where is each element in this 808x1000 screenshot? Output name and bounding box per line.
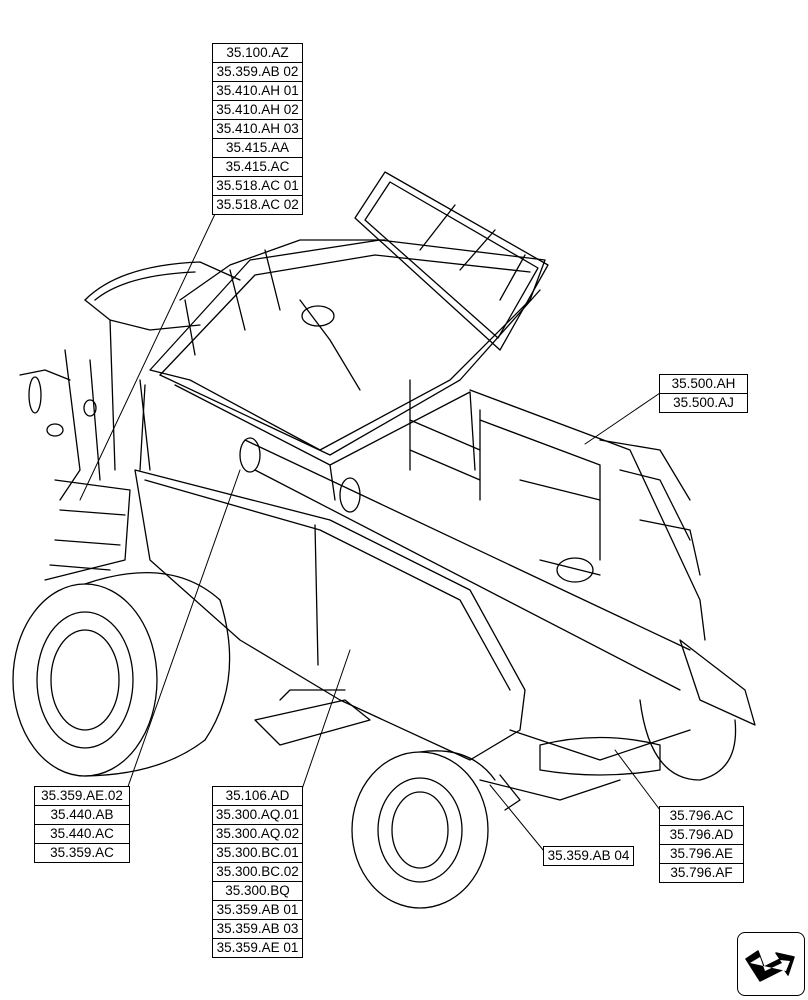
callout-ref[interactable]: 35.106.AD xyxy=(213,787,302,806)
access-ladder xyxy=(44,479,131,581)
callout-single: 35.359.AB 04 xyxy=(543,846,634,866)
rear-right-tire xyxy=(351,750,496,909)
machine-body xyxy=(134,379,706,761)
callout-ref[interactable]: 35.796.AE xyxy=(660,845,743,864)
tank-lid xyxy=(354,171,549,351)
next-page-arrow-icon xyxy=(745,950,795,982)
callout-ref[interactable]: 35.359.AB 01 xyxy=(213,901,302,920)
callout-ref[interactable]: 35.796.AF xyxy=(670,865,733,880)
callout-ref[interactable]: 35.440.AC xyxy=(35,825,129,844)
callout-right-bottom: 35.796.AC 35.796.AD 35.796.AE 35.796.AF xyxy=(659,806,744,883)
callout-ref[interactable]: 35.359.AB 02 xyxy=(213,63,302,82)
right-railing xyxy=(409,379,701,583)
callout-ref[interactable]: 35.500.AJ xyxy=(673,395,734,410)
callout-ref[interactable]: 35.300.BC.01 xyxy=(213,844,302,863)
callout-ref[interactable]: 35.440.AB xyxy=(35,806,129,825)
callout-ref[interactable]: 35.410.AH 01 xyxy=(213,82,302,101)
leader-lines xyxy=(79,213,661,857)
unloading-auger xyxy=(239,299,756,726)
underside xyxy=(254,689,661,811)
callout-top: 35.100.AZ 35.359.AB 02 35.410.AH 01 35.4… xyxy=(212,43,303,215)
callout-ref[interactable]: 35.300.BC.02 xyxy=(213,863,302,882)
callout-ref[interactable]: 35.518.AC 01 xyxy=(213,177,302,196)
callout-ref[interactable]: 35.415.AA xyxy=(213,139,302,158)
callout-ref[interactable]: 35.300.AQ.02 xyxy=(213,825,302,844)
cab-cage xyxy=(19,261,241,501)
callout-ref[interactable]: 35.359.AE 01 xyxy=(216,940,299,955)
next-page-button[interactable] xyxy=(737,932,805,996)
callout-ref[interactable]: 35.518.AC 02 xyxy=(216,197,299,212)
callout-ref[interactable]: 35.359.AE.02 xyxy=(35,787,129,806)
callout-ref[interactable]: 35.300.AQ.01 xyxy=(213,806,302,825)
callout-ref[interactable]: 35.300.BQ xyxy=(213,882,302,901)
callout-right-mid: 35.500.AH 35.500.AJ xyxy=(659,374,748,413)
callout-ref[interactable]: 35.796.AD xyxy=(660,826,743,845)
callout-ref[interactable]: 35.100.AZ xyxy=(213,44,302,63)
callout-ref[interactable]: 35.796.AC xyxy=(660,807,743,826)
callout-ref[interactable]: 35.415.AC xyxy=(213,158,302,177)
callout-ref[interactable]: 35.359.AC xyxy=(50,845,114,860)
callout-ref[interactable]: 35.359.AB 04 xyxy=(547,848,630,863)
callout-ref[interactable]: 35.500.AH xyxy=(660,375,747,394)
callout-ref[interactable]: 35.410.AH 03 xyxy=(213,120,302,139)
grain-tank xyxy=(139,239,546,501)
callout-left-bottom: 35.359.AE.02 35.440.AB 35.440.AC 35.359.… xyxy=(34,786,130,863)
front-left-tire xyxy=(12,571,231,777)
rear-left-tire xyxy=(639,699,737,781)
callout-ref[interactable]: 35.359.AB 03 xyxy=(213,920,302,939)
callout-center-bottom: 35.106.AD 35.300.AQ.01 35.300.AQ.02 35.3… xyxy=(212,786,303,958)
callout-ref[interactable]: 35.410.AH 02 xyxy=(213,101,302,120)
